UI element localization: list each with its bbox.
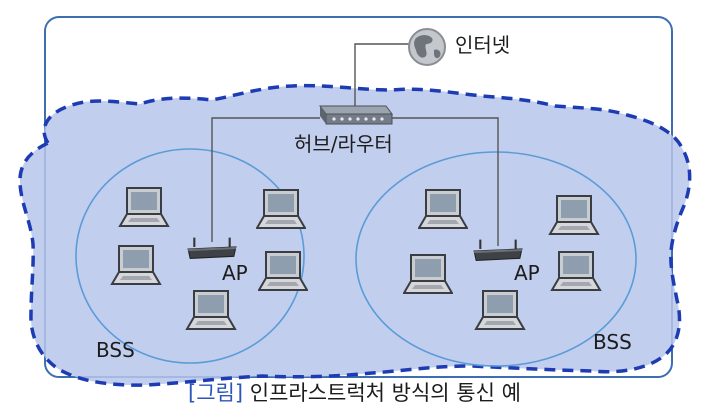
figure-caption: [그림] 인프라스트럭처 방식의 통신 예 [0,383,709,404]
laptop-icon [256,189,306,229]
router-to-internet-cable [354,43,410,108]
router-to-left-ap-cable [211,117,320,242]
caption-text: 인프라스트럭처 방식의 통신 예 [243,381,521,405]
laptop-icon [403,254,453,294]
left-bss-ring [75,148,305,364]
laptop-icon [418,189,468,229]
right-ap-label: AP [514,261,540,285]
left-ap-label: AP [222,261,248,285]
internet-label: 인터넷 [455,33,511,57]
laptop-icon [110,244,162,286]
ess-cloud [18,83,692,387]
globe-icon [408,28,446,66]
laptop-icon [550,250,602,292]
right-bss-ring [355,151,637,367]
left-bss-label: BSS [96,338,135,362]
laptop-icon [185,289,237,331]
router-to-right-ap-cable [388,117,499,246]
hub-router-icon [319,105,393,125]
laptop-icon [474,289,526,331]
laptop-icon [548,194,600,236]
router-label: 허브/라우터 [294,132,393,156]
laptop-icon [258,251,308,291]
laptop-icon [118,186,170,228]
caption-tag: [그림] [188,381,244,405]
right-bss-label: BSS [593,330,632,354]
